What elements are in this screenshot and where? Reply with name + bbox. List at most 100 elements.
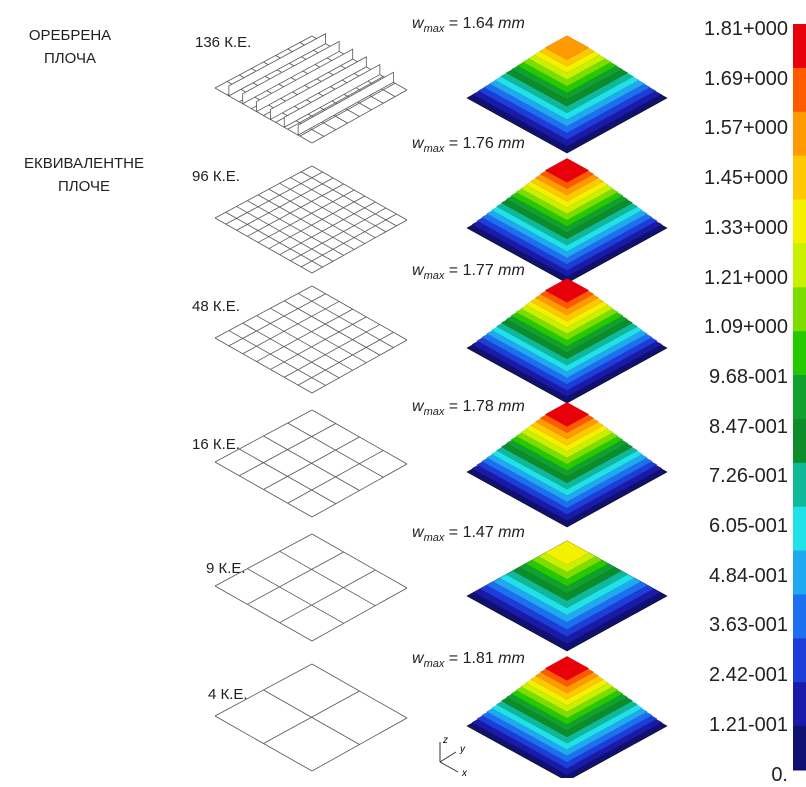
mesh-label: 136 К.Е.: [195, 34, 252, 51]
mesh-grid: [214, 663, 408, 772]
wmax-label: wmax = 1.81 mm: [412, 650, 525, 671]
legend-swatch: [793, 726, 806, 771]
mesh-line: [247, 183, 344, 237]
wmax-label: wmax = 1.77 mm: [412, 262, 525, 283]
legend-swatch: [793, 155, 806, 201]
mesh-line: [287, 450, 384, 504]
contour-band: [544, 402, 590, 427]
mesh-line: [214, 533, 313, 587]
rib: [297, 71, 394, 136]
legend-value: 1.09+000: [704, 316, 788, 339]
contour-plot: [466, 402, 668, 528]
mesh-line: [242, 301, 340, 355]
mesh-line: [311, 409, 408, 465]
contour-band: [544, 35, 590, 60]
mesh-line: [279, 201, 376, 256]
wmax-label: wmax = 1.64 mm: [412, 15, 525, 36]
legend-swatch: [793, 550, 806, 595]
mesh-line: [268, 195, 365, 249]
legend-swatch: [793, 331, 806, 376]
mesh-line: [301, 171, 397, 227]
mesh-line: [290, 177, 387, 233]
mesh-line: [311, 663, 408, 719]
legend-value: 1.33+000: [704, 216, 788, 239]
legend-value: 1.21-001: [709, 713, 788, 736]
mesh-line: [279, 182, 376, 239]
mesh-line: [297, 293, 394, 348]
mesh-line: [301, 213, 397, 268]
mesh-line: [311, 219, 408, 274]
mesh-grid: [214, 533, 408, 642]
mesh-label: 48 К.Е.: [192, 298, 240, 315]
mesh-line: [228, 330, 326, 386]
mesh-line: [256, 315, 353, 371]
mesh-line: [284, 324, 381, 378]
rib: [270, 56, 367, 121]
legend-value: 9.68-001: [709, 365, 788, 388]
mesh-line: [270, 307, 367, 364]
mesh-line: [257, 189, 355, 243]
mesh-line: [225, 211, 323, 268]
legend-swatch: [793, 24, 806, 69]
contour-plot: [466, 158, 668, 284]
mesh-line: [311, 717, 408, 772]
legend-value: 1.45+000: [704, 167, 788, 190]
mesh-line: [263, 436, 360, 490]
contour-plot: [466, 540, 668, 652]
mesh-line: [311, 533, 408, 589]
contour-band: [544, 158, 590, 183]
mesh-label: 4 К.Е.: [208, 686, 248, 703]
y-axis: [439, 751, 457, 763]
mesh-line: [311, 463, 408, 518]
mesh-line: [236, 177, 334, 231]
legend-value: 2.42-001: [709, 664, 788, 687]
mesh-line: [228, 293, 326, 347]
mesh-line: [214, 337, 313, 394]
mesh-label: 96 К.Е.: [192, 168, 240, 185]
mesh-line: [263, 690, 360, 744]
mesh-line: [311, 587, 408, 642]
legend-swatch: [793, 506, 806, 552]
legend-value: 1.21+000: [704, 266, 788, 289]
mesh-line: [279, 550, 376, 607]
z-axis-label: z: [442, 735, 448, 746]
mesh-line: [297, 331, 394, 386]
contour-band: [544, 656, 590, 681]
legend-swatch: [793, 199, 806, 244]
legend-swatch: [793, 462, 806, 508]
legend-value: 6.05-001: [709, 515, 788, 537]
x-axis: [439, 761, 459, 773]
mesh-label: 16 К.Е.: [192, 436, 240, 453]
contour-band: [544, 278, 590, 303]
contour-band: [544, 540, 590, 566]
wmax-label: wmax = 1.47 mm: [412, 524, 525, 545]
rib: [283, 63, 381, 128]
mesh-line: [279, 569, 376, 624]
mesh-line: [311, 165, 408, 221]
mesh-line: [270, 316, 367, 370]
contour-plot: [466, 35, 668, 154]
contour-plot: [466, 656, 668, 778]
mesh-line: [214, 165, 313, 219]
mesh-line: [287, 422, 384, 478]
mesh-line: [247, 568, 344, 624]
legend-value: 3.63-001: [709, 614, 788, 637]
mesh-line: [225, 171, 323, 225]
legend-swatch: [793, 287, 806, 332]
legend-swatch: [793, 418, 806, 464]
mesh-line: [214, 585, 313, 642]
mesh-line: [242, 322, 340, 379]
mesh-grid: [214, 285, 408, 394]
mesh-line: [287, 76, 384, 130]
wmax-label: wmax = 1.78 mm: [412, 398, 525, 419]
legend-swatch: [793, 594, 806, 639]
legend-swatch: [793, 111, 806, 157]
rib: [228, 33, 326, 97]
wmax-label: wmax = 1.76 mm: [412, 135, 525, 156]
legend-value: 1.69+000: [704, 67, 788, 90]
mesh-line: [284, 300, 381, 356]
rib: [256, 48, 354, 113]
mesh-grid: [214, 409, 408, 518]
